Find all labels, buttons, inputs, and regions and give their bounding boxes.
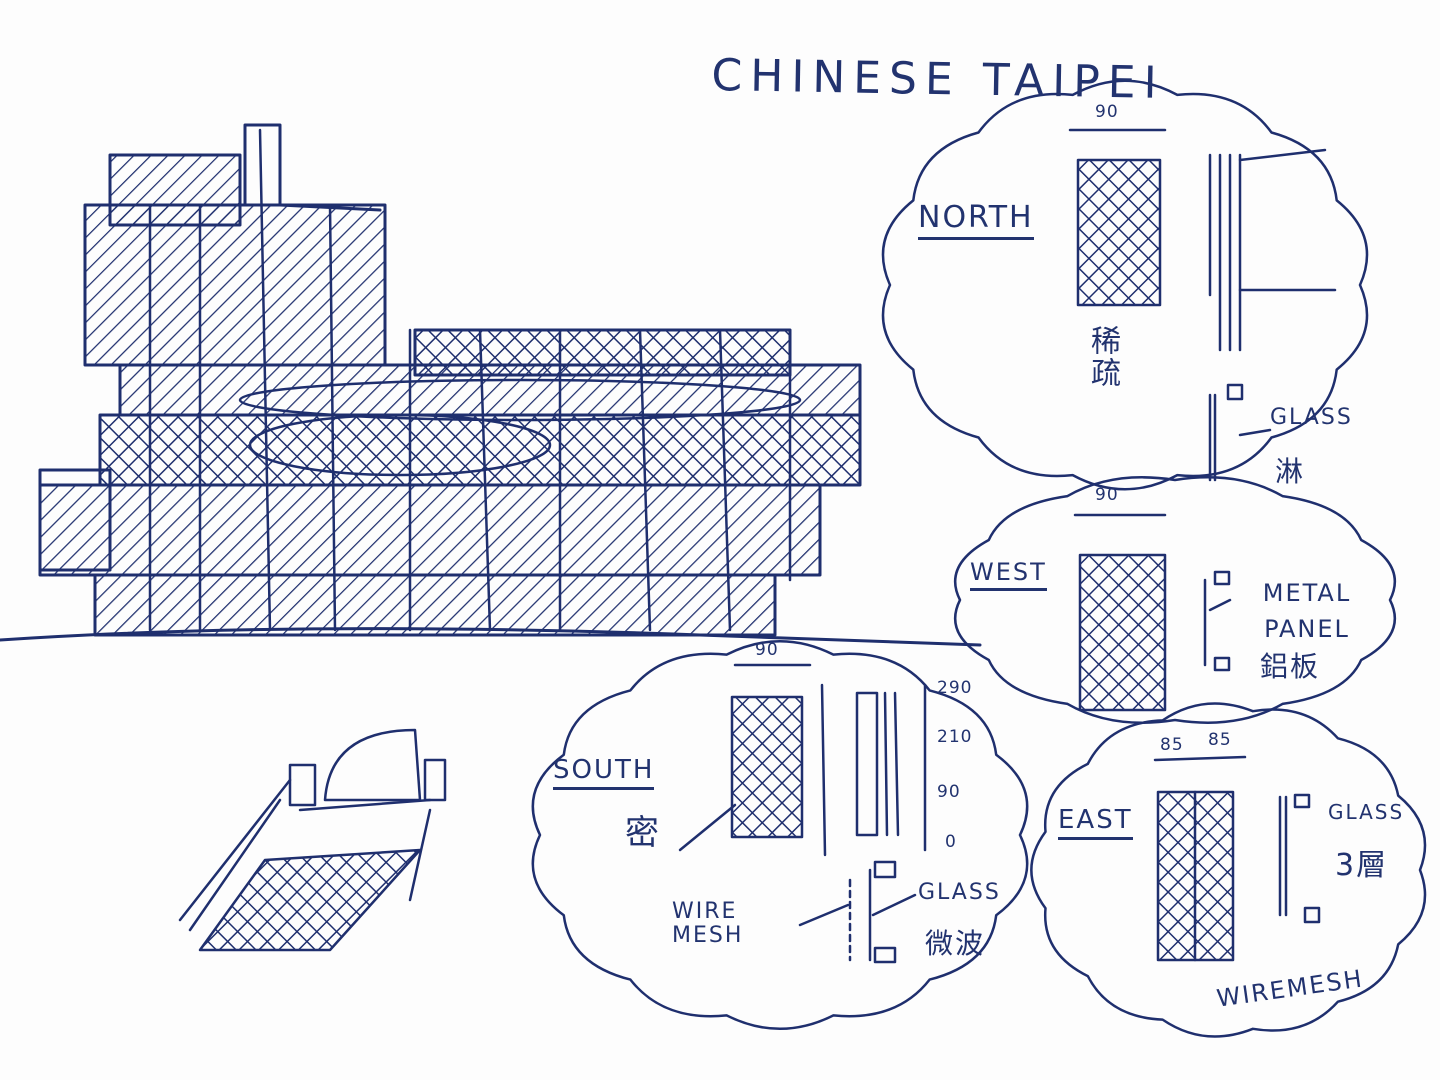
west-material: METAL PANEL: [1262, 579, 1352, 643]
south-level-0: 0: [945, 832, 957, 852]
north-note-cn: 稀疏: [1085, 325, 1120, 389]
south-level-290: 290: [937, 678, 973, 698]
south-note-cn: 密: [625, 813, 661, 853]
north-panel-drawing: [1068, 128, 1337, 482]
west-panel-drawing: [1073, 513, 1232, 712]
west-cloud-outline: [953, 476, 1397, 724]
west-material-cn: 鋁板: [1260, 650, 1321, 683]
east-panel-drawing: [1153, 755, 1321, 962]
south-cloud-outline: [531, 640, 1029, 1030]
south-material-right: GLASS: [918, 880, 1001, 905]
east-material-cn: 3層: [1335, 848, 1389, 883]
detail-sketch: [178, 728, 447, 952]
south-label: SOUTH: [553, 755, 655, 790]
west-label: WEST: [970, 558, 1047, 591]
north-material-cn: 淋: [1275, 455, 1306, 488]
south-material-left: WIRE MESH: [672, 899, 744, 948]
south-material-cn: 微波: [925, 927, 986, 960]
east-dimension-1: 85: [1160, 735, 1184, 755]
east-material: GLASS: [1328, 800, 1405, 824]
east-dimension-2: 85: [1208, 730, 1232, 750]
west-dimension: 90: [1095, 485, 1119, 505]
south-level-210: 210: [937, 727, 973, 747]
north-label: NORTH: [918, 200, 1034, 240]
north-cloud-outline: [881, 79, 1369, 491]
building-sketch: [0, 123, 982, 647]
south-dimension: 90: [755, 640, 779, 660]
north-dimension: 90: [1095, 102, 1119, 122]
south-panel-drawing: [678, 663, 927, 964]
south-level-90: 90: [937, 782, 961, 802]
east-cloud-outline: [1030, 702, 1427, 1038]
east-label: EAST: [1058, 805, 1133, 840]
north-material: GLASS: [1270, 405, 1353, 430]
sketch-title: CHINESE TAIPEI: [711, 50, 1166, 109]
